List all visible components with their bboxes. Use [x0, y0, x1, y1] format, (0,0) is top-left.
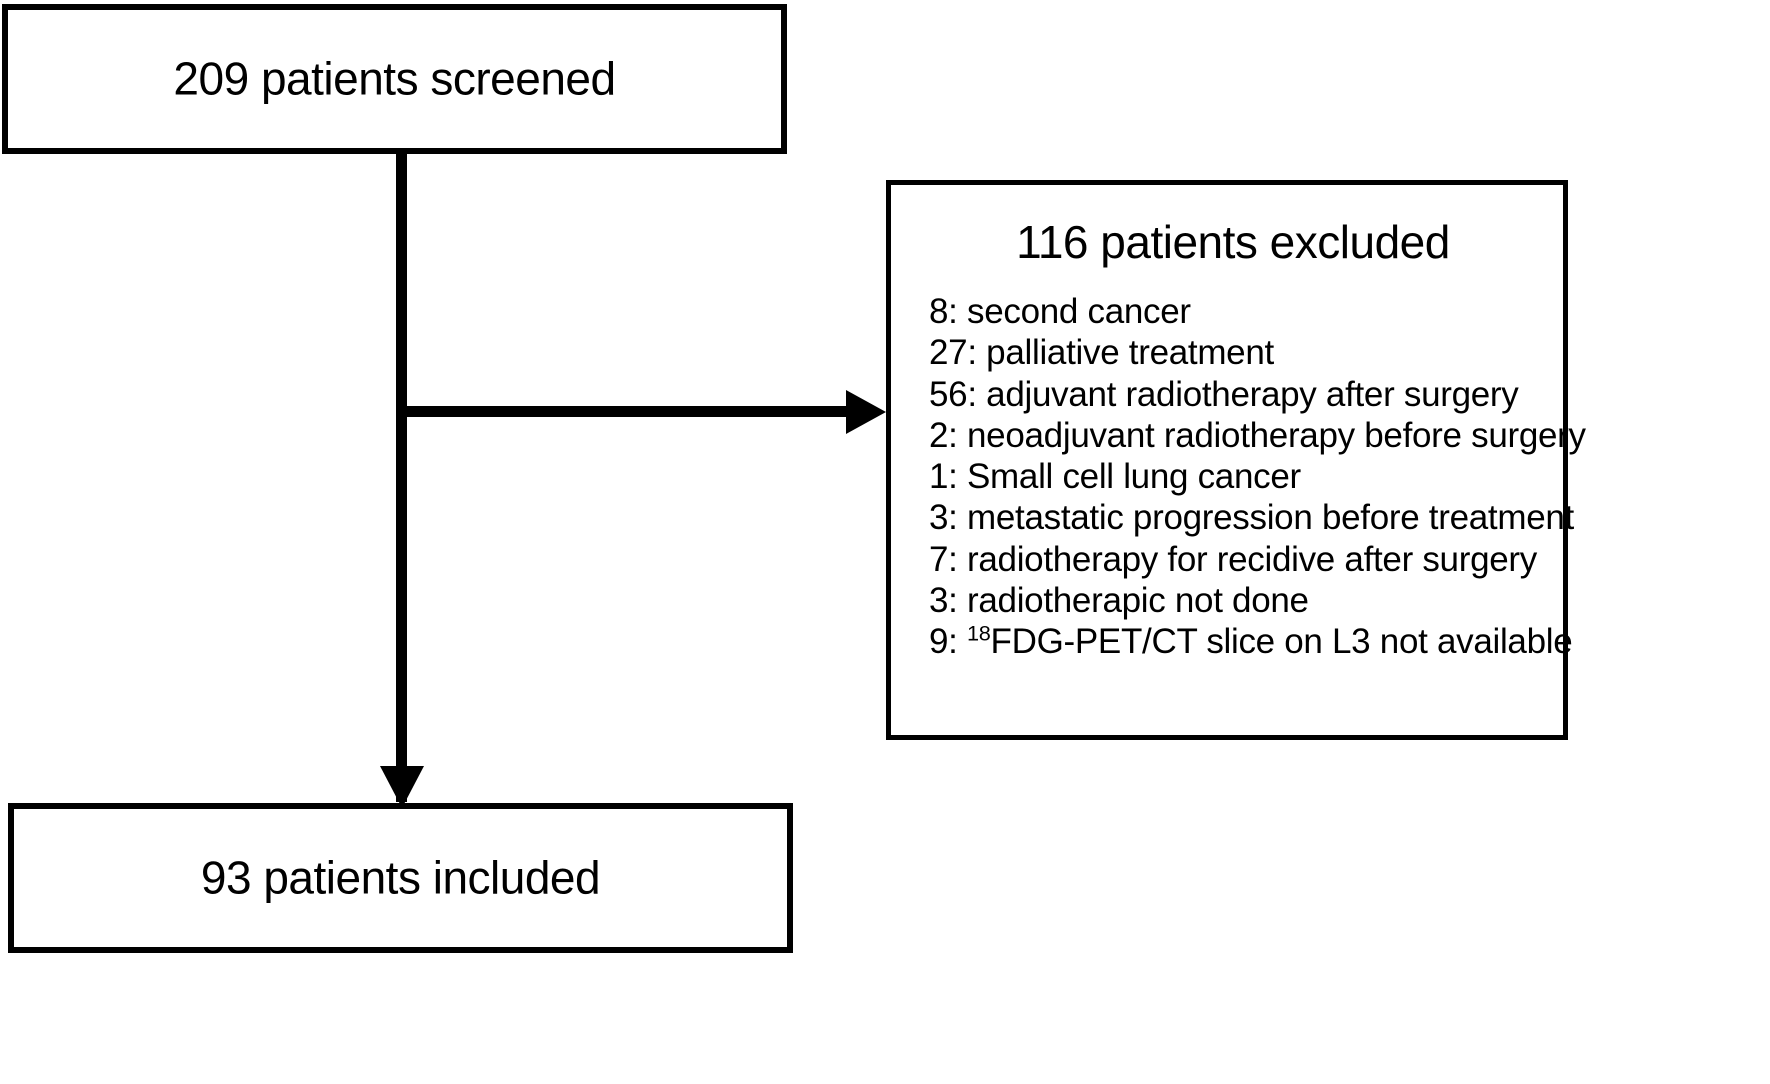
- excluded-box-content: 116 patients excluded 8: second cancer 2…: [891, 185, 1586, 735]
- list-item-suffix: FDG-PET/CT slice on L3 not available: [990, 622, 1573, 662]
- list-item: 56: adjuvant radiotherapy after surgery: [929, 374, 1519, 414]
- excluded-box: 116 patients excluded 8: second cancer 2…: [886, 180, 1586, 740]
- excluded-box-title: 116 patients excluded: [1016, 216, 1450, 268]
- horizontal-connector-line: [402, 406, 870, 417]
- superscript-18: 18: [967, 620, 991, 646]
- vertical-connector-line: [396, 154, 407, 802]
- list-item: 8: second cancer: [929, 292, 1191, 331]
- included-box-label: 93 patients included: [200, 851, 601, 904]
- list-item: 1: Small cell lung cancer: [929, 457, 1301, 497]
- list-item: 3: radiotherapic not done: [929, 581, 1309, 621]
- screened-box: 209 patients screened: [2, 4, 787, 154]
- arrowhead-down-icon: [380, 766, 424, 808]
- list-item-prefix: 9:: [929, 622, 968, 662]
- list-item: 7: radiotherapy for recidive after surge…: [929, 539, 1537, 579]
- arrowhead-right-icon: [846, 390, 886, 434]
- list-item: 27: palliative treatment: [929, 333, 1274, 373]
- exclusion-reason-list: 8: second cancer 27: palliative treatmen…: [929, 291, 1586, 663]
- list-item: 2: neoadjuvant radiotherapy before surge…: [929, 415, 1586, 455]
- list-item-fdg-pet: 9: 18FDG-PET/CT slice on L3 not availabl…: [929, 620, 1573, 662]
- list-item: 3: metastatic progression before treatme…: [929, 498, 1574, 538]
- screened-box-label: 209 patients screened: [173, 52, 616, 105]
- included-box: 93 patients included: [8, 803, 793, 953]
